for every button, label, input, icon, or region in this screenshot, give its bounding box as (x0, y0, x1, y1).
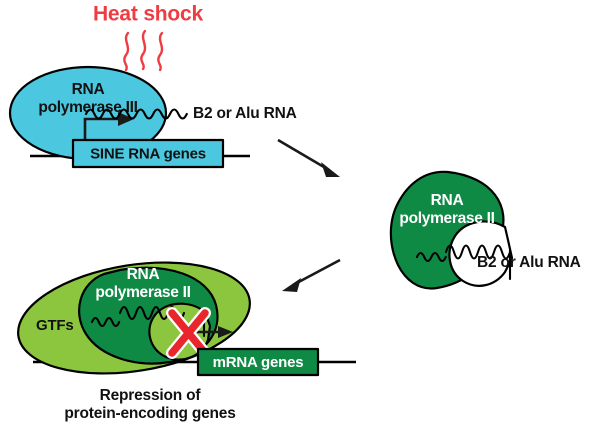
rna-wiggle-bottom-tail (90, 316, 121, 328)
heat-shock-label: Heat shock (93, 3, 204, 26)
repression-caption-line2: protein-encoding genes (64, 405, 235, 422)
panel-repressed-complex: GTFs RNA polymerase II X (17, 261, 356, 422)
rna-polymerase-ii-label-right-line2: polymerase II (399, 210, 494, 227)
rna-wiggle-right-bound (444, 244, 512, 260)
repression-caption-line1: Repression of (100, 387, 202, 404)
rna-polymerase-ii-label-bottom-line1: RNA (127, 266, 160, 283)
rna-polymerase-iii-label-line1: RNA (72, 81, 105, 98)
transcript-label-top: B2 or Alu RNA (193, 105, 297, 122)
rna-polymerase-ii-label-right-line1: RNA (431, 192, 464, 209)
heat-wave-icon (123, 29, 164, 72)
panel-pol2-free: RNA polymerase II B2 or Alu RNA (389, 170, 581, 290)
mrna-genes-box (196, 347, 320, 377)
heat-shock-stimulus: Heat shock (93, 3, 204, 72)
gtfs-label: GTFs (36, 317, 74, 334)
sine-rna-genes-box (71, 138, 225, 169)
sine-rna-genes-label: SINE RNA genes (90, 145, 206, 162)
rna-polymerase-iii-label-line2: polymerase III (38, 99, 137, 116)
panel-pol3-sine: RNA polymerase III B2 or Alu RNA SINE RN… (8, 65, 297, 169)
nascent-rna-wiggle-top (84, 108, 188, 120)
transcript-label-right: B2 or Alu RNA (477, 254, 581, 271)
transcription-block-x-icon: X (166, 307, 211, 359)
flow-arrow-2 (282, 258, 341, 292)
transcription-start-arrow-icon (83, 112, 134, 142)
rna-polymerase-ii-label-bottom-line2: polymerase II (95, 284, 190, 301)
rna-polymerase-ii-notch-right (448, 220, 514, 287)
flow-arrow-1 (277, 138, 340, 177)
rna-wiggle-right-tail (415, 251, 447, 263)
mrna-genes-label: mRNA genes (213, 354, 304, 371)
